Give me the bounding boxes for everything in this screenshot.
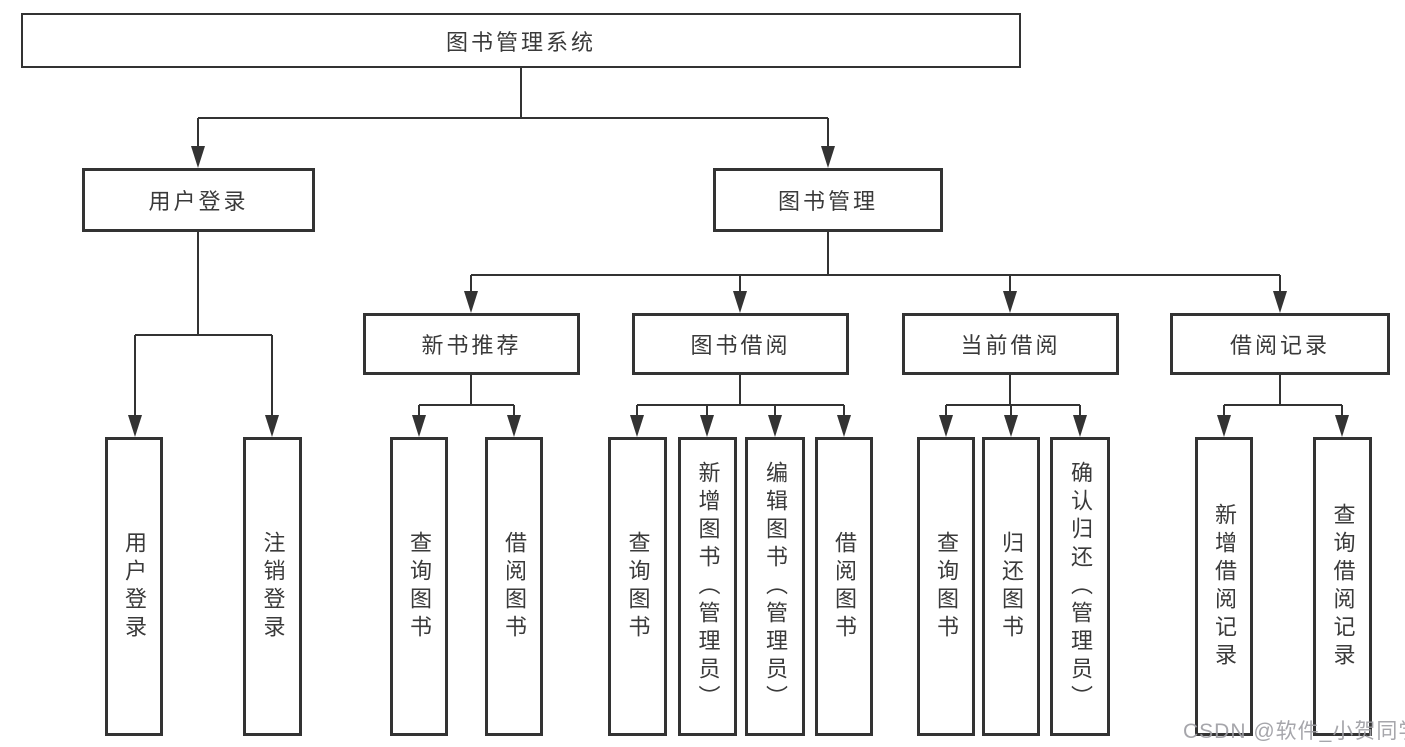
connector-root-to-level2 <box>197 68 829 148</box>
connector-book-management <box>470 232 1281 293</box>
leaf-borrow-books-recommend: 借阅图书 <box>485 437 543 736</box>
leaf-edit-books-admin: 编辑图书（管理员） <box>745 437 805 736</box>
node-library-management-system: 图书管理系统 <box>21 13 1021 68</box>
node-borrow-records: 借阅记录 <box>1170 313 1390 375</box>
connector-book-borrow <box>636 375 845 417</box>
leaf-confirm-return-admin: 确认归还（管理员） <box>1050 437 1110 736</box>
connector-borrow-records <box>1223 375 1343 417</box>
node-current-borrow: 当前借阅 <box>902 313 1119 375</box>
leaf-query-borrow-record: 查询借阅记录 <box>1313 437 1372 736</box>
connector-user-login <box>134 232 273 417</box>
connector-new-book <box>418 375 515 417</box>
connector-current-borrow <box>945 375 1081 417</box>
leaf-add-borrow-record: 新增借阅记录 <box>1195 437 1253 736</box>
leaf-return-books: 归还图书 <box>982 437 1040 736</box>
leaf-query-books-current: 查询图书 <box>917 437 975 736</box>
leaf-add-books-admin: 新增图书（管理员） <box>678 437 737 736</box>
csdn-watermark: CSDN @软件_小贺同学 <box>1183 720 1405 743</box>
node-new-book-recommend: 新书推荐 <box>363 313 580 375</box>
leaf-query-books-borrow: 查询图书 <box>608 437 667 736</box>
leaf-query-books-recommend: 查询图书 <box>390 437 448 736</box>
leaf-borrow-books: 借阅图书 <box>815 437 873 736</box>
node-user-login: 用户登录 <box>82 168 315 232</box>
node-book-borrow: 图书借阅 <box>632 313 849 375</box>
node-book-management: 图书管理 <box>713 168 943 232</box>
leaf-user-login: 用户登录 <box>105 437 163 736</box>
leaf-logout: 注销登录 <box>243 437 302 736</box>
